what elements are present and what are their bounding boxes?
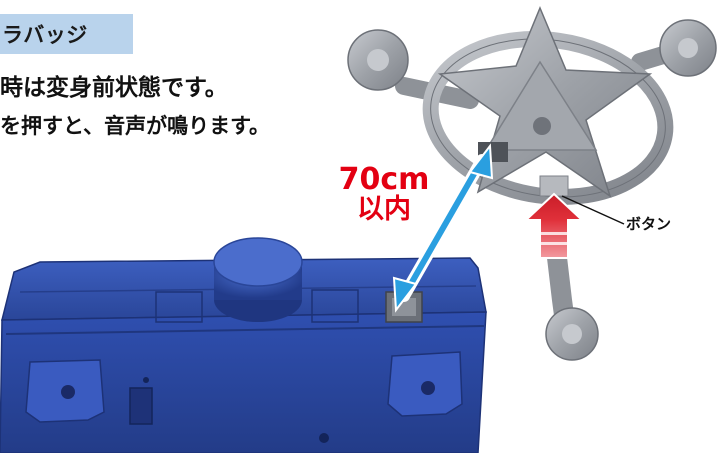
button-leader-line [561, 195, 625, 225]
section-tag: ラバッジ [0, 14, 133, 54]
distance-value: 70cm [338, 162, 430, 197]
button-label: ボタン [626, 215, 672, 233]
section-tag-label: ラバッジ [2, 23, 88, 47]
blue-device [0, 237, 487, 453]
double-arrow-icon [392, 143, 494, 313]
star-badge [347, 6, 717, 361]
distance-suffix: 以内 [357, 193, 411, 225]
distance-label: 70cm 以内 [324, 164, 444, 224]
description-line-1: 時は変身前状態です。 [0, 75, 228, 101]
up-arrow-icon [523, 192, 585, 259]
description-line-2: を押すと、音声が鳴ります。 [0, 114, 271, 138]
